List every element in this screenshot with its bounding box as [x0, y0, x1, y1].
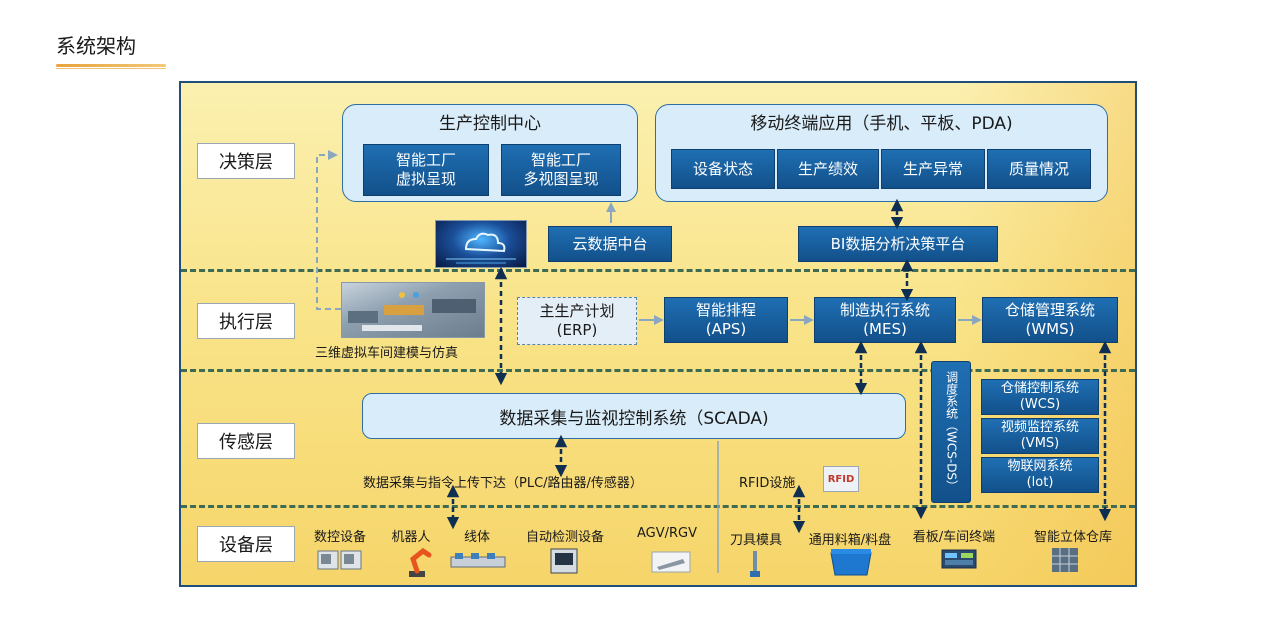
- connectors-layer: [316, 150, 1112, 573]
- title-underline-thin: [56, 68, 166, 69]
- cloud-icon: [446, 232, 516, 264]
- scheduling-system-box: 调度系统（WCS-DS）: [931, 361, 971, 503]
- iot-box: 物联网系统 (lot): [981, 457, 1099, 493]
- cloud-data-platform-box: 云数据中台: [548, 226, 672, 262]
- iot-line2: (lot): [1026, 475, 1054, 490]
- erp-line2: (ERP): [556, 321, 598, 339]
- equipment-label-asrs: 智能立体仓库: [1033, 530, 1112, 545]
- bi-platform-box: BI数据分析决策平台: [798, 226, 998, 262]
- virtual-presentation-box: 智能工厂 虚拟呈现: [363, 144, 489, 196]
- equipment-label-cnc: 数控设备: [313, 530, 366, 545]
- tool-mold-image: [747, 549, 763, 579]
- agv-image: [651, 551, 691, 573]
- separator-execution-sensing: [181, 369, 1135, 372]
- layer-label-decision: 决策层: [197, 143, 295, 179]
- layer-label-sensing: 传感层: [197, 423, 295, 459]
- equipment-label-agv: AGV/RGV: [636, 526, 697, 541]
- layer-label-equipment: 设备层: [197, 526, 295, 562]
- inspection-device-image: [549, 547, 579, 575]
- vms-box: 视频监控系统 (VMS): [981, 418, 1099, 454]
- wcs-line2: (WCS): [1019, 397, 1061, 412]
- terminal-board-image: [941, 549, 977, 569]
- architecture-diagram: 决策层 执行层 传感层 设备层 生产控制中心 智能工厂 虚拟呈现 智能工厂 多视…: [179, 81, 1137, 587]
- robot-image: [399, 545, 435, 579]
- mes-box: 制造执行系统 (MES): [814, 297, 956, 343]
- container-image: [829, 545, 873, 577]
- wms-box: 仓储管理系统 (WMS): [982, 297, 1118, 343]
- aps-box: 智能排程 (APS): [664, 297, 788, 343]
- equipment-label-robot: 机器人: [391, 530, 431, 545]
- virtual-workshop-image: [341, 282, 485, 338]
- virtual-presentation-line2: 虚拟呈现: [395, 170, 456, 188]
- erp-line1: 主生产计划: [539, 301, 615, 320]
- erp-box: 主生产计划 (ERP): [517, 297, 637, 345]
- page-title: 系统架构: [56, 34, 136, 58]
- workshop-3d-icon: [348, 292, 476, 331]
- asrs-image: [1051, 547, 1079, 573]
- wcs-line1: 仓储控制系统: [1000, 380, 1079, 396]
- cloud-image: [435, 220, 527, 268]
- app-production-performance: 生产绩效: [777, 149, 879, 189]
- data-acquisition-caption: 数据采集与指令上传下达（PLC/路由器/传感器）: [363, 476, 643, 491]
- app-quality-status: 质量情况: [987, 149, 1091, 189]
- cnc-machine-image: [317, 549, 363, 571]
- mes-line1: 制造执行系统: [839, 301, 930, 320]
- equipment-label-tools: 刀具模具: [729, 533, 782, 548]
- multi-view-line2: 多视图呈现: [523, 170, 599, 188]
- layer-label-execution: 执行层: [197, 303, 295, 339]
- equipment-label-terminals: 看板/车间终端: [912, 530, 996, 545]
- mobile-terminal-title: 移动终端应用（手机、平板、PDA): [750, 114, 1013, 134]
- vms-line2: (VMS): [1020, 436, 1060, 451]
- separator-sensing-equipment: [181, 505, 1135, 508]
- scheduling-system-label: 调度系统（WCS-DS）: [944, 371, 959, 493]
- scada-box: 数据采集与监视控制系统（SCADA): [362, 393, 906, 439]
- wcs-box: 仓储控制系统 (WCS): [981, 379, 1099, 415]
- mes-line2: (MES): [863, 320, 907, 338]
- equipment-label-containers: 通用料箱/料盘: [808, 533, 892, 548]
- iot-line1: 物联网系统: [1007, 458, 1073, 474]
- equipment-label-auto-inspection: 自动检测设备: [525, 530, 604, 545]
- rfid-logo: RFID: [823, 466, 859, 492]
- connector-workshop-to-control-center: [316, 150, 341, 310]
- wms-line2: (WMS): [1025, 320, 1075, 338]
- rfid-caption: RFID设施: [739, 476, 796, 491]
- vms-line1: 视频监控系统: [1000, 419, 1079, 435]
- production-line-image: [449, 549, 507, 573]
- aps-line1: 智能排程: [695, 301, 756, 320]
- aps-line2: (APS): [705, 320, 747, 338]
- equipment-label-line: 线体: [463, 530, 490, 545]
- separator-decision-execution: [181, 269, 1135, 272]
- multi-view-presentation-box: 智能工厂 多视图呈现: [501, 144, 621, 196]
- app-device-status: 设备状态: [671, 149, 775, 189]
- wms-line1: 仓储管理系统: [1004, 301, 1095, 320]
- virtual-workshop-caption: 三维虚拟车间建模与仿真: [315, 346, 459, 361]
- production-control-center-title: 生产控制中心: [439, 114, 541, 134]
- multi-view-line1: 智能工厂: [530, 151, 591, 170]
- app-production-exception: 生产异常: [881, 149, 985, 189]
- title-underline: [56, 64, 166, 67]
- virtual-presentation-line1: 智能工厂: [395, 151, 456, 170]
